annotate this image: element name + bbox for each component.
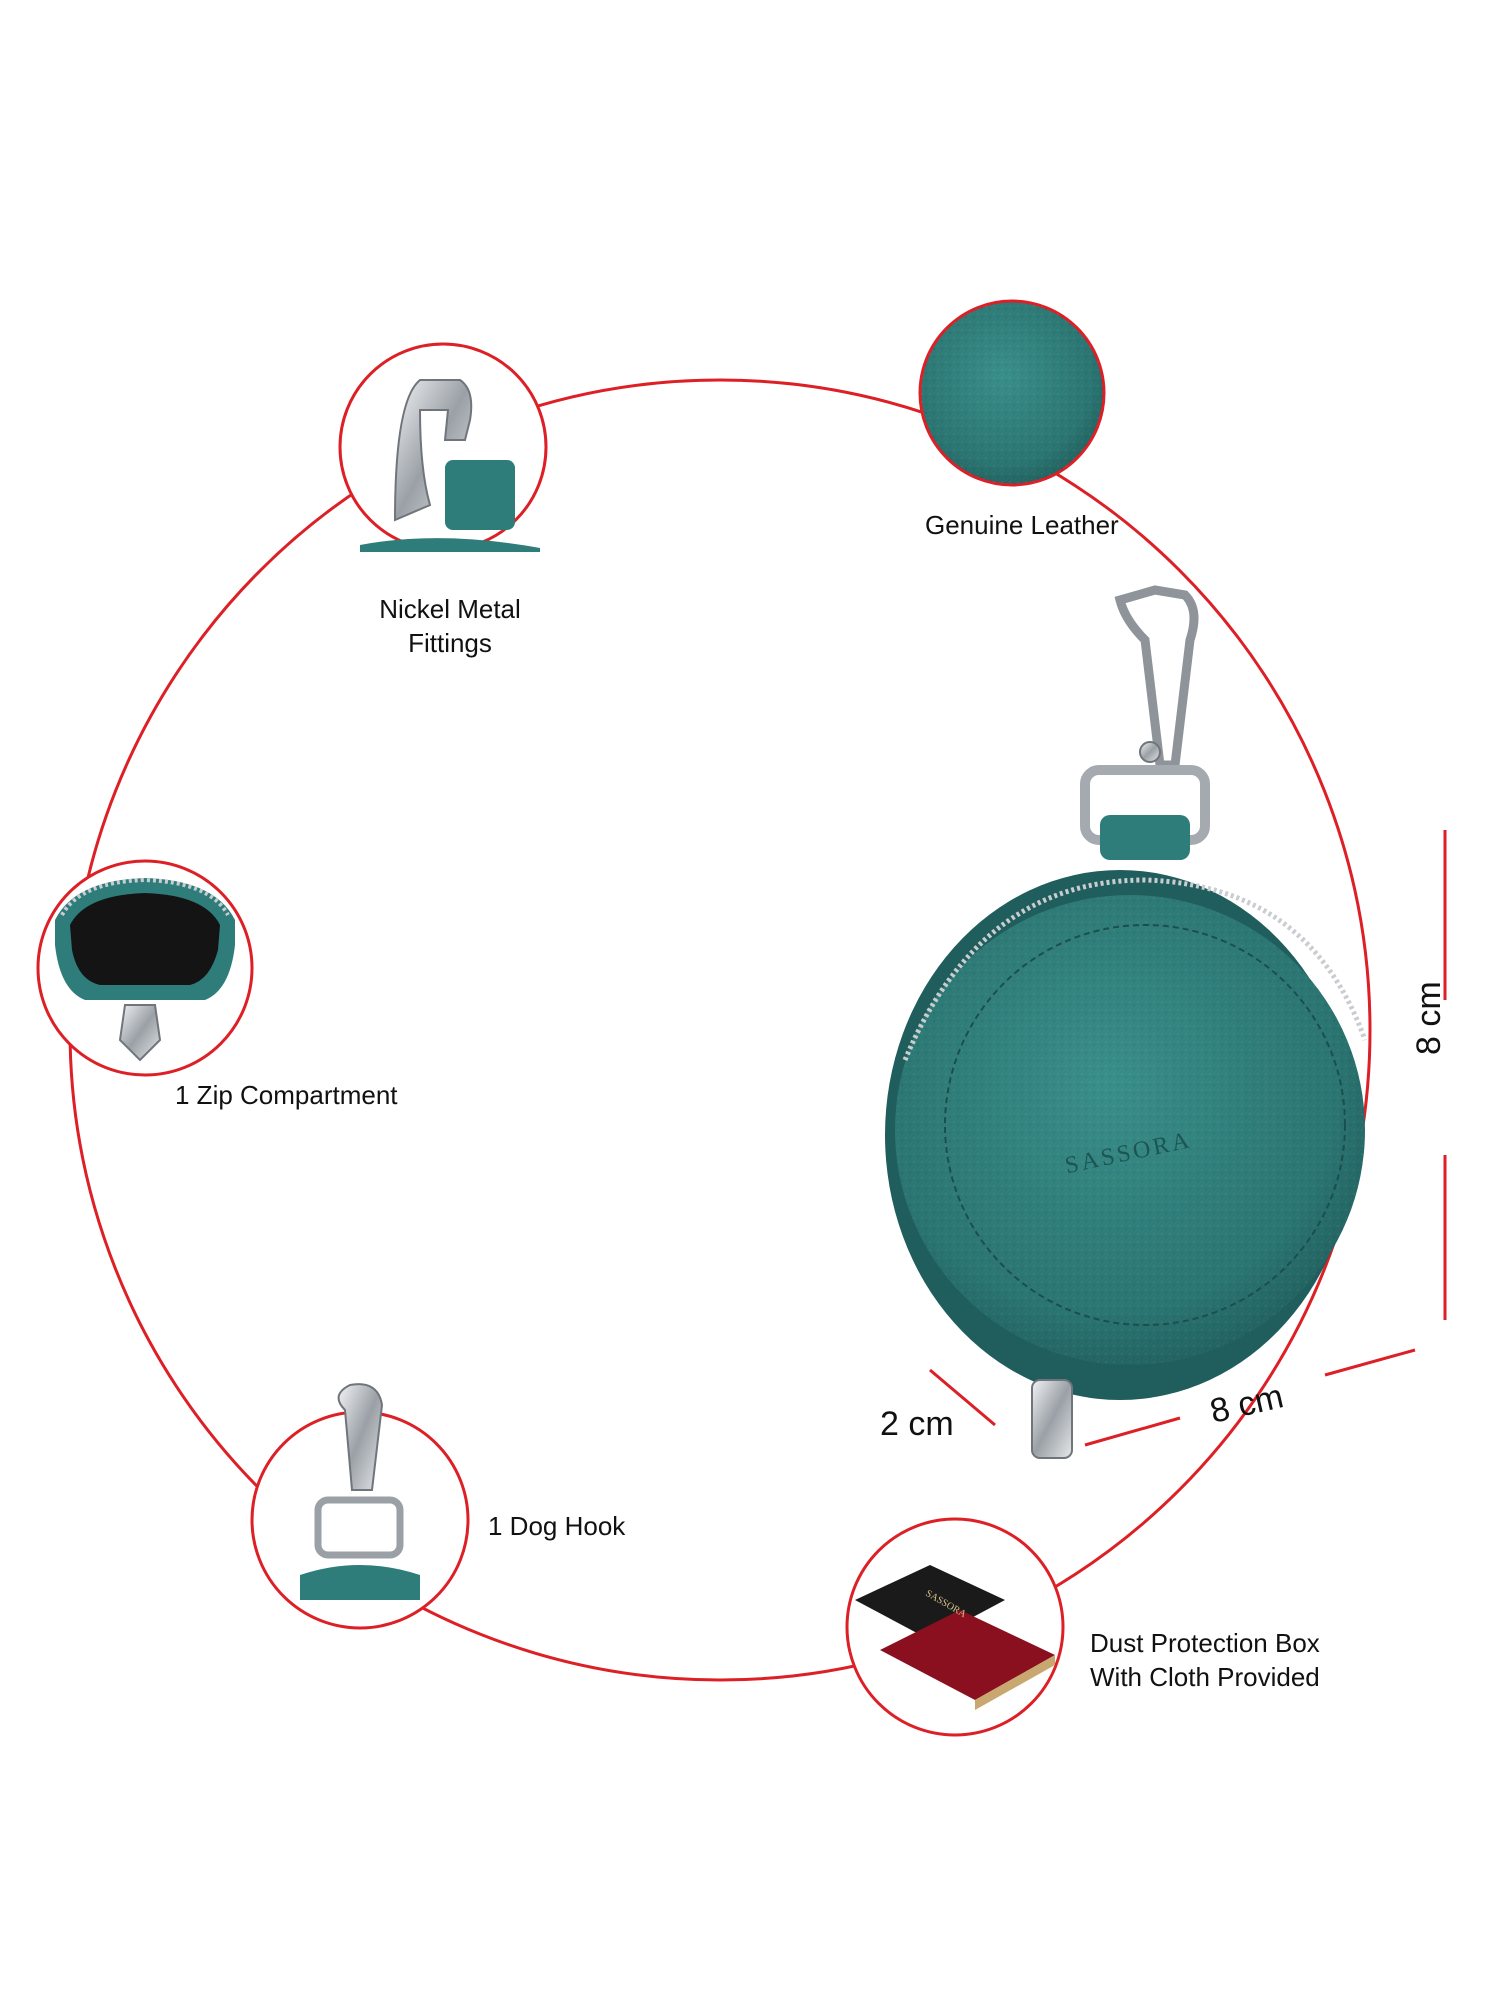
dog-hook-detail xyxy=(250,1383,470,1630)
nickel-metal-label-line1: Nickel Metal xyxy=(379,594,521,624)
nickel-fittings-detail xyxy=(338,342,548,552)
genuine-leather-label: Genuine Leather xyxy=(925,510,1119,540)
dog-hook-label: 1 Dog Hook xyxy=(488,1511,626,1541)
height-dimension-label: 8 cm xyxy=(1410,981,1448,1055)
zip-compartment-label: 1 Zip Compartment xyxy=(175,1080,398,1110)
genuine-leather-detail xyxy=(918,299,1106,487)
nickel-metal-label-line2: Fittings xyxy=(408,628,492,658)
dimension-lines xyxy=(929,830,1447,1447)
zip-compartment-detail xyxy=(36,859,254,1077)
depth-dimension-label: 2 cm xyxy=(880,1405,954,1443)
main-coin-pouch: SASSORA xyxy=(885,585,1368,1459)
dust-box-detail: SASSORA xyxy=(845,1517,1065,1737)
dust-box-label-line1: Dust Protection Box xyxy=(1090,1628,1320,1658)
dust-box-label-line2: With Cloth Provided xyxy=(1090,1662,1320,1692)
